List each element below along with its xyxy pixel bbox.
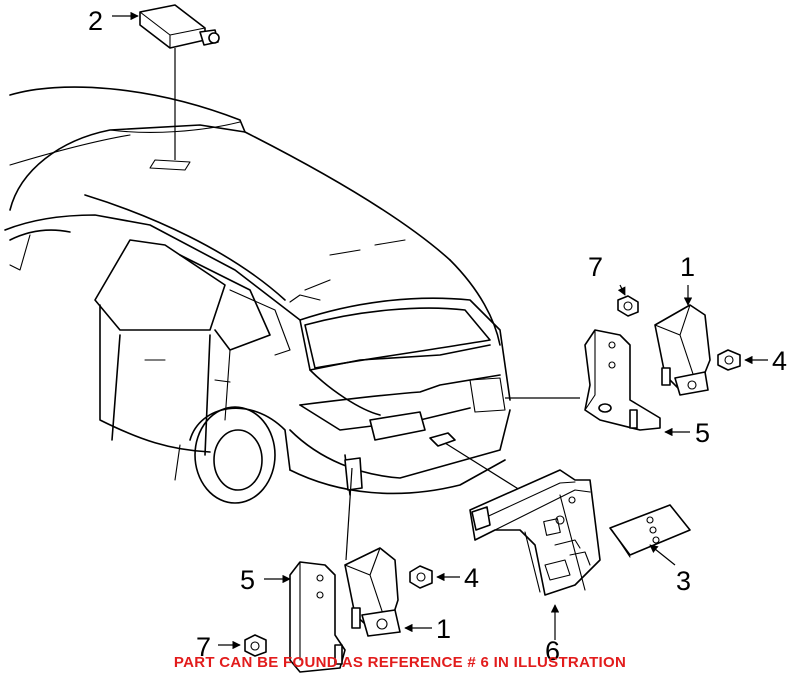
callout-2: 2: [88, 6, 103, 36]
part-3-pad: [609, 504, 691, 566]
vehicle-illustration: [4, 86, 511, 504]
callout-labels: 2 7 1 4 5 3 5 4 1 6 7: [88, 6, 787, 666]
callout-7-top: 7: [588, 252, 603, 282]
callout-5-top: 5: [695, 418, 710, 448]
reference-caption: PART CAN BE FOUND AS REFERENCE # 6 IN IL…: [174, 654, 626, 671]
part-6-bracket: [444, 442, 601, 640]
callout-4-top: 4: [772, 346, 787, 376]
top-right-assembly: [505, 284, 768, 437]
callout-3: 3: [676, 566, 691, 596]
callout-5-bottom: 5: [240, 565, 255, 595]
callout-1-top: 1: [680, 252, 695, 282]
part-2-antenna-module: [112, 4, 220, 160]
callout-6: 6: [545, 636, 560, 666]
callout-4-bottom: 4: [464, 563, 479, 593]
callout-1-bottom: 1: [436, 614, 451, 644]
callout-7-bottom: 7: [196, 632, 211, 662]
bottom-left-assembly: [218, 467, 460, 673]
